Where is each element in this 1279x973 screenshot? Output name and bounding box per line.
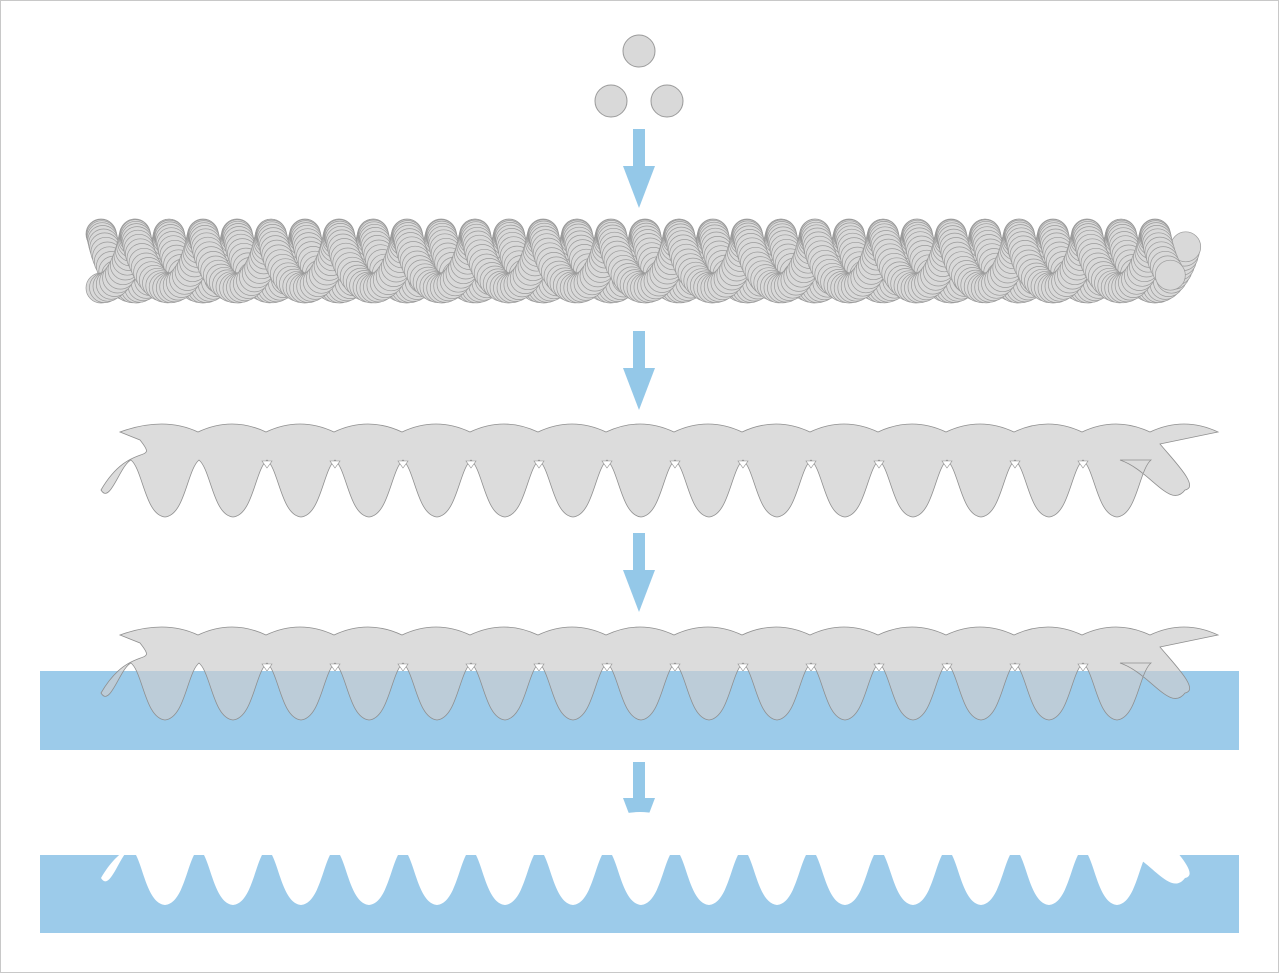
replica-top-gap <box>40 820 1239 855</box>
bridge-hole <box>465 460 477 469</box>
particle-sphere <box>594 84 628 118</box>
bridge-hole <box>669 460 681 469</box>
bridge-hole <box>329 460 341 469</box>
bridge-hole <box>873 663 885 671</box>
bridge-hole <box>533 663 545 671</box>
bridge-hole <box>805 460 817 469</box>
bridge-hole <box>397 460 409 469</box>
bridge-hole <box>669 663 681 671</box>
bridge-hole <box>601 460 613 469</box>
bridge-hole <box>1077 460 1089 469</box>
bridge-hole <box>397 663 409 671</box>
bridge-hole <box>737 460 749 469</box>
template-body-above <box>117 626 1220 671</box>
bridge-hole <box>1009 663 1021 671</box>
bridge-hole <box>1009 460 1021 469</box>
process-arrows <box>623 129 655 840</box>
helix-strand-front <box>85 218 1186 304</box>
particle-sphere <box>622 34 656 68</box>
template-above-matrix <box>117 626 1220 671</box>
helical-sphere-strands <box>85 218 1202 304</box>
process-arrow <box>623 533 655 612</box>
particle-cluster <box>594 34 684 118</box>
bridge-hole <box>1077 663 1089 671</box>
bridge-hole <box>737 663 749 671</box>
bridge-hole <box>261 460 273 469</box>
fused-template-body <box>100 423 1220 518</box>
bridge-hole <box>805 663 817 671</box>
bridge-hole <box>465 663 477 671</box>
bridge-hole <box>601 663 613 671</box>
replica-cavities <box>40 812 1239 905</box>
fused-template <box>100 423 1220 518</box>
template-body-embedded <box>100 671 1191 721</box>
bridge-hole <box>941 460 953 469</box>
bridge-hole <box>261 663 273 671</box>
bridge-hole <box>533 460 545 469</box>
template-inside-matrix <box>100 671 1191 721</box>
bridge-hole <box>329 663 341 671</box>
template-in-matrix <box>40 626 1239 750</box>
inverse-replica <box>40 812 1239 933</box>
bridge-hole <box>941 663 953 671</box>
particle-sphere <box>650 84 684 118</box>
process-arrow <box>623 129 655 208</box>
process-arrow <box>623 331 655 410</box>
bridge-hole <box>873 460 885 469</box>
